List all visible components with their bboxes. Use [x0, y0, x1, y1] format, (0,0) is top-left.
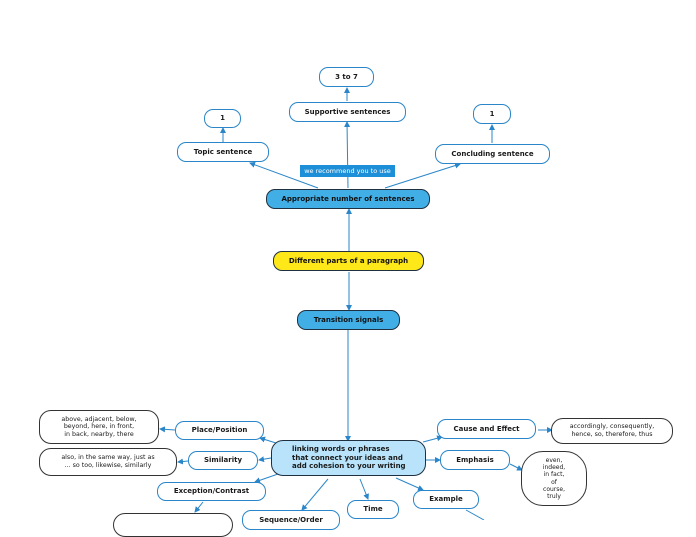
emphasis-examples-line-5: course,: [543, 485, 565, 493]
connector-layer: [159, 87, 553, 520]
edge-appropriate-to-topic: [249, 161, 319, 189]
edge-similarity-to-examples: [177, 458, 189, 465]
node-supportive-sentences[interactable]: Supportive sentences: [289, 102, 406, 122]
place-examples[interactable]: above, adjacent, below, beyond, here, in…: [39, 410, 159, 444]
node-different-parts[interactable]: Different parts of a paragraph: [273, 251, 424, 271]
similarity-examples[interactable]: also, in the same way, just as ... so to…: [39, 448, 177, 476]
node-sequence-order[interactable]: Sequence/Order: [242, 510, 340, 530]
node-similarity[interactable]: Similarity: [188, 451, 258, 470]
edge-linking-to-sequence: [301, 478, 329, 511]
cause-examples[interactable]: accordingly, consequently, hence, so, th…: [551, 418, 673, 444]
place-examples-line-2: beyond, here, in front,: [63, 423, 135, 431]
emphasis-examples-line-4: of: [551, 478, 557, 486]
exception-examples[interactable]: [113, 513, 233, 537]
edge-example-to-offscreen: [465, 509, 485, 520]
cause-examples-line-1: accordingly, consequently,: [569, 423, 655, 431]
edge-linking-to-example: [395, 477, 424, 491]
node-cause-effect[interactable]: Cause and Effect: [437, 419, 536, 439]
edge-emphasis-to-examples: [509, 463, 523, 471]
edge-linking-to-similarity: [258, 456, 272, 463]
node-3-to-7[interactable]: 3 to 7: [319, 67, 374, 87]
linking-line-1: linking words or phrases: [292, 445, 390, 454]
linking-line-2: that connect your ideas and: [292, 453, 403, 462]
edge-linking-to-time: [359, 478, 369, 500]
node-time[interactable]: Time: [347, 500, 399, 519]
place-examples-line-1: above, adjacent, below,: [61, 415, 137, 423]
node-concluding-sentence[interactable]: Concluding sentence: [435, 144, 550, 164]
place-examples-line-3: in back, nearby, there: [64, 430, 134, 438]
emphasis-examples[interactable]: even, indeed, in fact, of course, truly: [521, 451, 587, 506]
node-linking-words[interactable]: linking words or phrases that connect yo…: [271, 440, 426, 476]
node-exception-contrast[interactable]: Exception/Contrast: [157, 482, 266, 501]
node-topic-count[interactable]: 1: [204, 109, 241, 128]
similarity-examples-line-1: also, in the same way, just as: [61, 454, 155, 462]
edge-appropriate-to-supportive: [344, 121, 351, 189]
emphasis-examples-line-2: indeed,: [542, 464, 566, 472]
node-concluding-count[interactable]: 1: [473, 104, 511, 124]
emphasis-examples-line-3: in fact,: [543, 471, 565, 479]
edge-linking-to-exception: [254, 473, 279, 484]
edge-place-to-examples: [159, 426, 176, 433]
cause-examples-line-2: hence, so, therefore, thus: [571, 431, 653, 438]
edge-exception-to-examples: [194, 501, 204, 513]
node-transition-signals[interactable]: Transition signals: [297, 310, 400, 330]
edge-linking-to-cause: [422, 435, 443, 443]
similarity-examples-line-2: ... so too, likewise, similarly: [64, 462, 152, 469]
node-emphasis[interactable]: Emphasis: [440, 450, 510, 470]
recommend-label: we recommend you to use: [300, 165, 395, 177]
node-topic-sentence[interactable]: Topic sentence: [177, 142, 269, 162]
node-place-position[interactable]: Place/Position: [175, 421, 264, 440]
node-appropriate-number[interactable]: Appropriate number of sentences: [266, 189, 430, 209]
edge-linking-to-place: [259, 436, 277, 444]
emphasis-examples-line-1: even,: [545, 456, 563, 464]
edge-appropriate-to-concluding: [384, 162, 461, 189]
linking-line-3: add cohesion to your writing: [292, 462, 406, 471]
node-example[interactable]: Example: [413, 490, 479, 509]
emphasis-examples-line-6: truly: [547, 492, 561, 500]
